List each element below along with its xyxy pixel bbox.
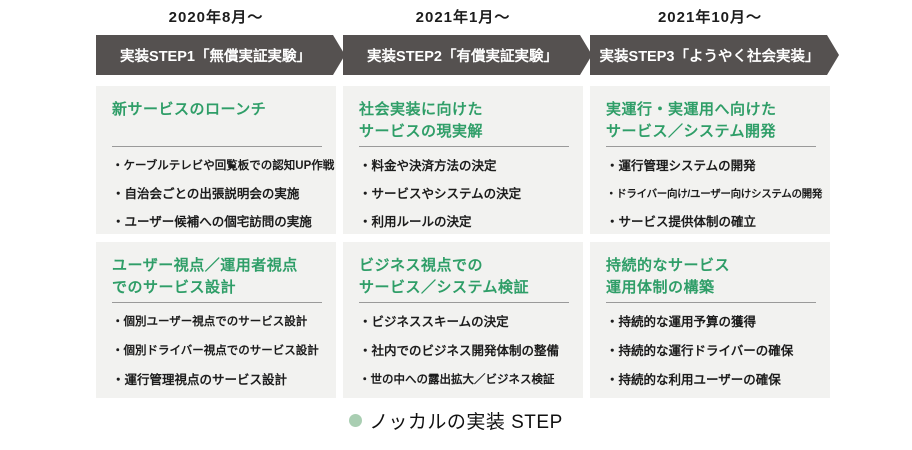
card-divider xyxy=(112,302,322,303)
card-divider xyxy=(606,302,816,303)
card-heading: 新サービスのローンチ xyxy=(112,99,328,144)
card-heading: 実運行・実運用へ向けた サービス／システム開発 xyxy=(606,99,822,144)
phase-card: 持続的なサービス 運用体制の構築 ・持続的な運用予算の獲得 ・持続的な運行ドライ… xyxy=(590,242,830,398)
step-column-1: 2020年8月～ 実装STEP1「無償実証実験」 新サービスのローンチ ・ケーブ… xyxy=(96,8,336,398)
step-banner: 実装STEP1「無償実証実験」 xyxy=(96,35,345,75)
phase-card: 社会実装に向けた サービスの現実解 ・料金や決済方法の決定 ・サービスやシステム… xyxy=(343,86,583,234)
bullet-item: ・利用ルールの決定 xyxy=(359,215,472,229)
card-heading-line: 持続的なサービス xyxy=(606,257,731,274)
step-date-label: 2021年10月～ xyxy=(657,9,763,26)
caption-dot-icon xyxy=(349,414,363,427)
phase-card: ユーザー視点／運用者視点 でのサービス設計 ・個別ユーザー視点でのサービス設計 … xyxy=(96,242,336,398)
bullet-item: ・社内でのビジネス開発体制の整備 xyxy=(359,344,560,358)
card-heading: ユーザー視点／運用者視点 でのサービス設計 xyxy=(112,255,328,300)
card-heading-line: 社会実装に向けた xyxy=(359,101,484,118)
card-heading-line: サービスの現実解 xyxy=(359,123,484,140)
card-heading-line: ビジネス視点での xyxy=(359,257,484,274)
step-date-label: 2020年8月～ xyxy=(168,9,264,26)
bullet-item: ・個別ユーザー視点でのサービス設計 xyxy=(112,316,308,328)
card-heading-line: 実運行・実運用へ向けた xyxy=(606,101,777,118)
step-column-3: 2021年10月～ 実装STEP3「ようやく社会実装」 実運行・実運用へ向けた … xyxy=(590,8,830,398)
bullet-item: ・ビジネススキームの決定 xyxy=(359,315,509,329)
bullet-item: ・持続的な運用予算の獲得 xyxy=(606,315,757,329)
bullet-item: ・自治会ごとの出張説明会の実施 xyxy=(112,187,300,201)
card-heading-line: サービス／システム開発 xyxy=(606,123,777,140)
card-heading-line: サービス／システム検証 xyxy=(359,279,530,296)
bullet-item: ・料金や決済方法の決定 xyxy=(359,159,497,173)
step-banner-label: 実装STEP3「ようやく社会実装」 xyxy=(599,48,820,65)
bullet-item: ・個別ドライバー視点でのサービス設計 xyxy=(112,345,319,357)
card-divider xyxy=(359,302,569,303)
card-divider xyxy=(606,146,816,147)
bullet-item: ・ユーザー候補への個宅訪問の実施 xyxy=(112,215,312,229)
bullet-item: ・運行管理システムの開発 xyxy=(606,159,756,173)
step-banner-label: 実装STEP2「有償実証実験」 xyxy=(367,48,558,65)
card-heading-line: 新サービスのローンチ xyxy=(112,101,267,118)
phase-card: ビジネス視点での サービス／システム検証 ・ビジネススキームの決定 ・社内でのビ… xyxy=(343,242,583,398)
bullet-item: ・サービス提供体制の確立 xyxy=(606,215,757,229)
steps-columns: 2020年8月～ 実装STEP1「無償実証実験」 新サービスのローンチ ・ケーブ… xyxy=(96,8,830,398)
phase-card: 新サービスのローンチ ・ケーブルテレビや回覧板での認知UP作戦 ・自治会ごとの出… xyxy=(96,86,336,234)
caption-text: ノッカルの実装 STEP xyxy=(369,412,563,433)
bullet-item: ・サービスやシステムの決定 xyxy=(359,187,522,201)
card-heading-line: ユーザー視点／運用者視点 xyxy=(112,257,298,274)
card-heading: 持続的なサービス 運用体制の構築 xyxy=(606,255,822,300)
card-heading-line: でのサービス設計 xyxy=(112,279,237,296)
diagram-caption: ノッカルの実装 STEP xyxy=(0,407,912,434)
card-divider xyxy=(359,146,569,147)
card-heading: ビジネス視点での サービス／システム検証 xyxy=(359,255,575,300)
step-column-2: 2021年1月～ 実装STEP2「有償実証実験」 社会実装に向けた サービスの現… xyxy=(343,8,583,398)
card-heading: 社会実装に向けた サービスの現実解 xyxy=(359,99,575,144)
step-banner: 実装STEP2「有償実証実験」 xyxy=(343,35,592,75)
bullet-item: ・運行管理視点のサービス設計 xyxy=(112,373,288,387)
bullet-item: ・持続的な運行ドライバーの確保 xyxy=(606,344,794,358)
bullet-item: ・持続的な利用ユーザーの確保 xyxy=(606,373,781,387)
step-banner: 実装STEP3「ようやく社会実装」 xyxy=(590,35,839,75)
phase-card: 実運行・実運用へ向けた サービス／システム開発 ・運行管理システムの開発 ・ドラ… xyxy=(590,86,830,234)
step-date-label: 2021年1月～ xyxy=(415,9,511,26)
card-heading-line: 運用体制の構築 xyxy=(606,279,715,296)
step-banner-label: 実装STEP1「無償実証実験」 xyxy=(120,48,311,65)
bullet-item: ・世の中への露出拡大／ビジネス検証 xyxy=(359,374,555,386)
bullet-item: ・ケーブルテレビや回覧板での認知UP作戦 xyxy=(112,160,335,172)
bullet-item: ・ドライバー向け/ユーザー向けシステムの開発 xyxy=(606,188,823,200)
card-divider xyxy=(112,146,322,147)
